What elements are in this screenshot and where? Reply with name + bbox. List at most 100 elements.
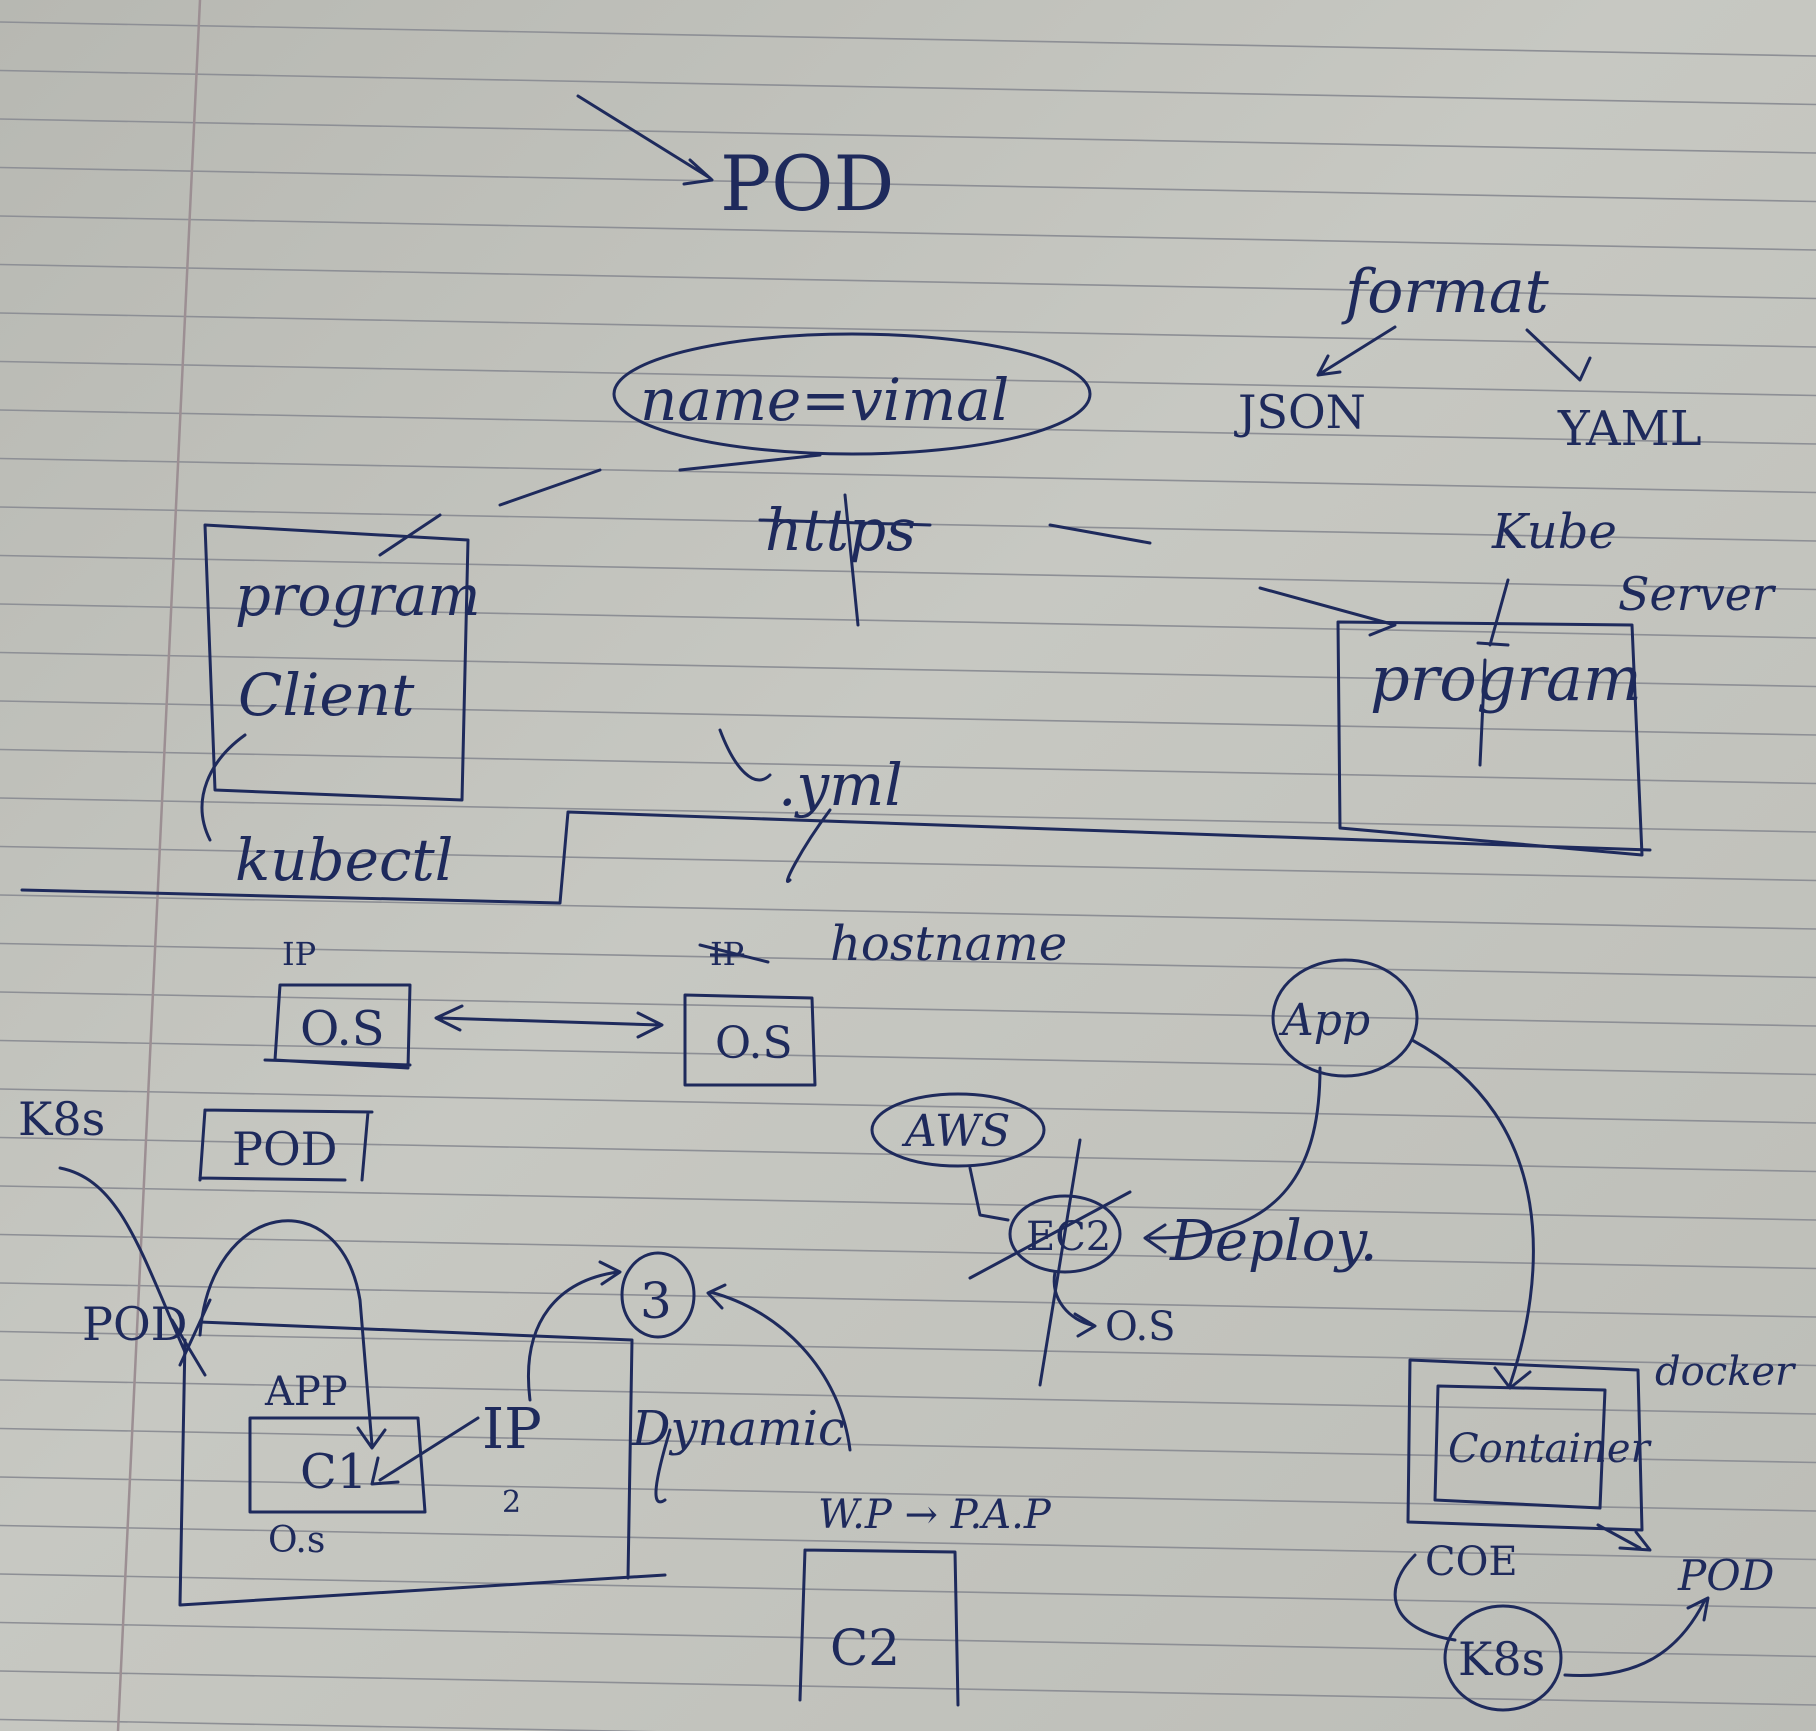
label-yml: .yml — [778, 751, 903, 819]
os-box-right — [683, 993, 817, 1087]
ruled-line — [0, 457, 1816, 494]
kubectl-baseline — [20, 810, 1652, 905]
client-kubectl-arrow-icon — [200, 733, 247, 842]
label-ip-mid: IP — [482, 1397, 542, 1462]
label-dynamic: Dynamic — [631, 1401, 845, 1457]
label-k8s-left: K8s — [18, 1092, 105, 1146]
coe-arrow-icon — [1393, 1553, 1457, 1642]
ruled-line — [0, 263, 1816, 300]
ruled-line — [0, 1136, 1816, 1173]
label-os-small: O.s — [268, 1520, 325, 1561]
label-pod-box: POD — [232, 1122, 338, 1176]
app-circle — [1271, 958, 1419, 1078]
ruled-line — [0, 603, 1816, 639]
arrow-json-icon — [1316, 325, 1397, 377]
arrow-to-program-icon — [1258, 586, 1397, 637]
ruled-line — [0, 1524, 1816, 1561]
title-pod: POD — [720, 139, 894, 228]
dynamic-tail — [654, 1428, 672, 1504]
https-strike2 — [758, 518, 932, 527]
pod-to-c1-arrow-icon — [198, 1219, 387, 1450]
label-hostname: hostname — [830, 916, 1067, 972]
ruled-line — [0, 69, 1816, 106]
ruled-line — [0, 360, 1816, 397]
label-yaml: YAML — [1557, 401, 1702, 457]
ruled-line — [0, 651, 1816, 688]
label-coe: COE — [1425, 1539, 1518, 1585]
margin-line — [116, 0, 202, 1731]
ruled-line — [0, 1282, 1816, 1318]
os-link-arrow-icon — [434, 1004, 664, 1039]
label-c1: C1 — [300, 1444, 367, 1500]
label-ip: IP — [282, 935, 316, 973]
ip-to-three-arrow-icon — [527, 1260, 622, 1402]
pod-box — [198, 1108, 374, 1182]
dynamic-arrow-icon — [706, 1283, 852, 1452]
label-os-ec2: O.S — [1105, 1304, 1176, 1350]
https-strike — [843, 493, 860, 627]
label-os-left: O.S — [300, 1001, 385, 1057]
c1-box — [248, 1416, 427, 1514]
ruled-line — [0, 21, 1816, 57]
label-app-circle: App — [1278, 995, 1370, 1046]
k8s-to-pod-line — [58, 1166, 187, 1354]
label-c2: C2 — [830, 1619, 900, 1677]
label-os-right: O.S — [715, 1018, 793, 1069]
ruled-line — [0, 312, 1816, 348]
program-descender — [1478, 658, 1487, 767]
aws-to-ec2-icon — [968, 1166, 1010, 1222]
ruled-line — [0, 845, 1816, 882]
arrow-yaml-icon — [1525, 328, 1592, 382]
kube-arrow-icon — [1476, 578, 1510, 647]
label-https: https — [765, 496, 916, 564]
label-container: Container — [1448, 1426, 1653, 1472]
ruled-line — [0, 1088, 1816, 1124]
ruled-line — [0, 1670, 1816, 1706]
ec2-os-arrow-icon — [1052, 1270, 1097, 1338]
label-kubectl: kubectl — [235, 826, 453, 894]
label-json: JSON — [1234, 385, 1366, 439]
server-program-box — [1336, 620, 1644, 857]
container-box — [1433, 1384, 1607, 1510]
ec2-cross-icon — [968, 1138, 1132, 1387]
ruled-line — [0, 1185, 1816, 1221]
label-three: 3 — [640, 1272, 672, 1330]
label-two: 2 — [502, 1485, 521, 1520]
label-ec2: EC2 — [1026, 1214, 1111, 1260]
ip-to-c1-arrow-icon — [370, 1416, 480, 1486]
ruled-line — [0, 1330, 1816, 1367]
yml-arrow-icon — [718, 728, 772, 782]
c2-box — [798, 1548, 960, 1707]
pod-frame — [178, 1320, 667, 1607]
k8s-to-pod-arrow-icon — [1563, 1596, 1710, 1678]
label-app-small: APP — [264, 1369, 348, 1415]
ruled-line — [0, 748, 1816, 785]
label-docker: docker — [1655, 1349, 1797, 1395]
label-server: Server — [1618, 567, 1777, 621]
client-tick — [378, 513, 442, 557]
ruled-line — [0, 942, 1816, 979]
label-program-right: program — [1370, 642, 1642, 715]
aws-oval — [870, 1092, 1046, 1168]
ruled-line — [0, 991, 1816, 1027]
ruled-line — [0, 1573, 1816, 1609]
oval-name-vimal — [612, 332, 1092, 456]
label-client: Client — [238, 661, 415, 729]
label-kube: Kube — [1491, 504, 1617, 560]
label-pod-left: POD — [82, 1297, 188, 1351]
ruled-line — [0, 1476, 1816, 1512]
label-pod-right: POD — [1677, 1551, 1774, 1600]
deploy-arrow-icon — [1143, 1066, 1322, 1254]
k8s-circle — [1443, 1604, 1563, 1712]
ruled-line — [0, 554, 1816, 591]
ruled-line — [0, 1718, 657, 1731]
label-name-vimal: name=vimal — [640, 366, 1009, 434]
ruled-line — [0, 1379, 1816, 1415]
ip-strike — [698, 943, 770, 964]
ec2-circle — [1008, 1194, 1122, 1274]
ruled-line — [0, 215, 1816, 251]
ruled-line — [0, 797, 1816, 833]
ruled-line — [0, 409, 1816, 445]
